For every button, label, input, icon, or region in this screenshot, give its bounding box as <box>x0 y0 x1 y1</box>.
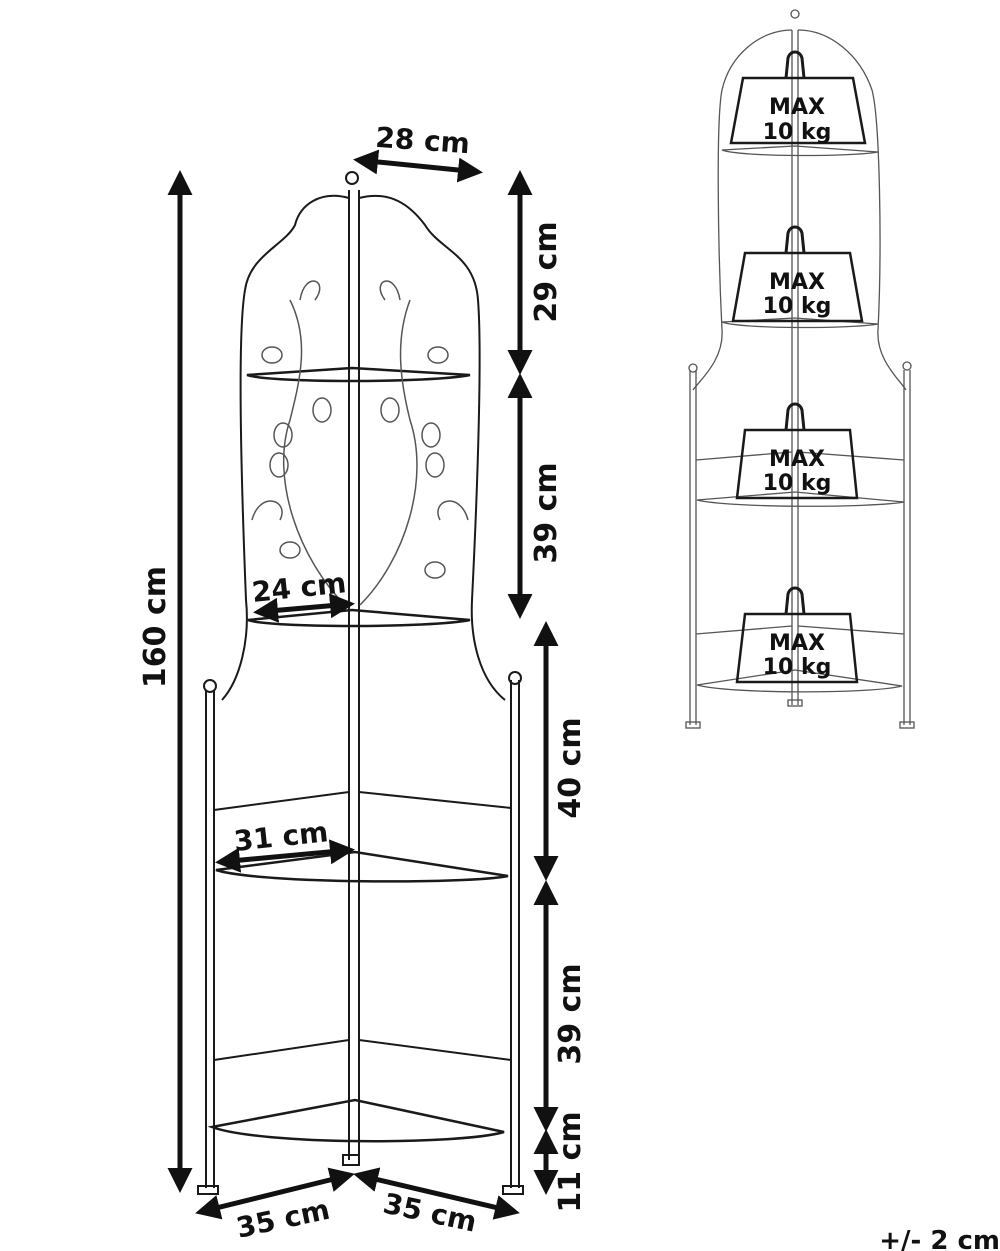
weight-1: MAX 10 kg <box>729 50 867 145</box>
top-width-label: 28 cm <box>374 121 471 161</box>
weight-3: MAX 10 kg <box>735 402 859 500</box>
total-height-label: 160 cm <box>138 566 173 688</box>
second-section-label: 39 cm <box>529 462 564 563</box>
weight-1-line1: MAX <box>769 95 825 120</box>
third-section-label: 40 cm <box>553 717 588 818</box>
fourth-section-label: 39 cm <box>553 963 588 1064</box>
leg-height-label: 11 cm <box>553 1111 588 1212</box>
base-right-label: 35 cm <box>380 1187 479 1239</box>
weight-3-line1: MAX <box>769 447 825 472</box>
weight-1-line2: 10 kg <box>763 120 832 145</box>
weight-2-line2: 10 kg <box>763 294 832 319</box>
top-section-label: 29 cm <box>529 221 564 322</box>
weight-4-line1: MAX <box>769 631 825 656</box>
tolerance-note: +/- 2 cm <box>879 1226 1000 1251</box>
weight-4: MAX 10 kg <box>735 586 859 684</box>
weight-2: MAX 10 kg <box>731 225 864 323</box>
main-shelf-drawing <box>197 171 524 1195</box>
weight-3-line2: 10 kg <box>763 471 832 496</box>
weight-4-line2: 10 kg <box>763 655 832 680</box>
dimension-arrows <box>167 149 559 1220</box>
weight-2-line1: MAX <box>769 270 825 295</box>
shelf-2-depth-label: 24 cm <box>250 566 347 609</box>
